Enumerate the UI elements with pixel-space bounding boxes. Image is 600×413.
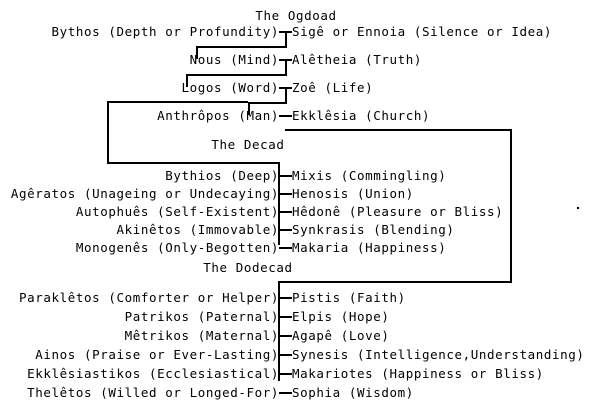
decad-spine-vertical <box>278 162 280 245</box>
descent-ogdoad-2-vertical <box>285 59 287 75</box>
dodecad-feed-top-horizontal <box>285 129 512 131</box>
descent-ogdoad-2-drop <box>186 74 188 87</box>
dodecad-feed-right-vertical <box>510 129 512 281</box>
aeon-left-logos: Logos (Word) <box>181 80 279 95</box>
aeon-left-anthropos: Anthrôpos (Man) <box>157 108 279 123</box>
aeon-left-ageratos: Agêratos (Unageing or Undecaying) <box>10 186 279 201</box>
aeon-right-pistis: Pistis (Faith) <box>292 290 406 305</box>
aeon-left-bythios: Bythios (Deep) <box>165 168 279 183</box>
aeon-left-patrikos: Patrikos (Paternal) <box>124 309 279 324</box>
aeon-left-monogenes: Monogenês (Only-Begotten) <box>75 240 279 255</box>
aeon-right-synesis: Synesis (Intelligence,Understanding) <box>292 347 585 362</box>
decad-spine-horizontal <box>107 162 280 164</box>
connector-decad-row2 <box>279 193 292 195</box>
dodecad-spine-horizontal <box>278 281 512 283</box>
aeon-left-autophues: Autophuês (Self-Existent) <box>75 204 279 219</box>
aeon-left-thelētos: Thelêtos (Willed or Longed-For) <box>27 385 279 400</box>
aeon-right-makaria: Makaria (Happiness) <box>292 240 447 255</box>
decad-feed-left-vertical <box>107 101 109 162</box>
section-header-decad: The Decad <box>211 137 285 152</box>
aeon-right-henosis: Henosis (Union) <box>292 186 414 201</box>
aeon-right-elpis: Elpis (Hope) <box>292 309 390 324</box>
descent-ogdoad-1-drop <box>196 46 198 59</box>
aeon-left-metrikos: Mêtrikos (Maternal) <box>124 328 279 343</box>
aeon-left-akinetos: Akinêtos (Immovable) <box>116 222 279 237</box>
aeon-right-makariotes: Makariotes (Happiness or Bliss) <box>292 366 544 381</box>
aeon-right-aletheia: Alêtheia (Truth) <box>292 52 423 67</box>
aeon-right-synkrasis: Synkrasis (Blending) <box>292 222 455 237</box>
aeon-left-bythos: Bythos (Depth or Profundity) <box>51 24 279 39</box>
descent-ogdoad-1-horizontal <box>196 46 287 48</box>
connector-dodecad-row5 <box>279 373 292 375</box>
connector-dodecad-row4 <box>279 354 292 356</box>
decad-feed-top-horizontal <box>107 101 248 103</box>
aeon-right-hedone: Hêdonê (Pleasure or Bliss) <box>292 204 504 219</box>
stray-speck <box>577 207 579 209</box>
dodecad-spine-vertical <box>278 281 280 381</box>
aeon-right-ekklesia: Ekklêsia (Church) <box>292 108 431 123</box>
connector-dodecad-row6 <box>279 392 292 394</box>
connector-decad-row1 <box>279 175 292 177</box>
aeon-left-nous: Nous (Mind) <box>189 52 279 67</box>
aeon-left-parakletos: Paraklêtos (Comforter or Helper) <box>18 290 279 305</box>
descent-ogdoad-1-vertical <box>285 31 287 47</box>
connector-decad-row4 <box>279 229 292 231</box>
connector-dodecad-row3 <box>279 335 292 337</box>
aeon-right-agape: Agapê (Love) <box>292 328 390 343</box>
connector-dodecad-row1 <box>279 297 292 299</box>
aeon-left-ekklesiastikos: Ekklêsiastikos (Ecclesiastical) <box>27 366 279 381</box>
aeon-right-zoe: Zoê (Life) <box>292 80 374 95</box>
aeon-right-mixis: Mixis (Commingling) <box>292 168 447 183</box>
descent-ogdoad-3-drop <box>248 102 250 115</box>
section-header-ogdoad: The Ogdoad <box>255 8 337 23</box>
connector-ogdoad-row4 <box>279 115 292 117</box>
aeon-right-sophia: Sophia (Wisdom) <box>292 385 414 400</box>
aeon-right-sige: Sigê or Ennoia (Silence or Idea) <box>292 24 553 39</box>
connector-decad-row5 <box>279 247 292 249</box>
descent-ogdoad-2-horizontal <box>186 74 287 76</box>
section-header-dodecad: The Dodecad <box>203 260 293 275</box>
aeon-left-ainos: Ainos (Praise or Ever-Lasting) <box>35 347 279 362</box>
descent-ogdoad-3-horizontal <box>248 102 287 104</box>
descent-ogdoad-3-vertical <box>285 87 287 103</box>
connector-decad-row3 <box>279 211 292 213</box>
connector-dodecad-row2 <box>279 316 292 318</box>
